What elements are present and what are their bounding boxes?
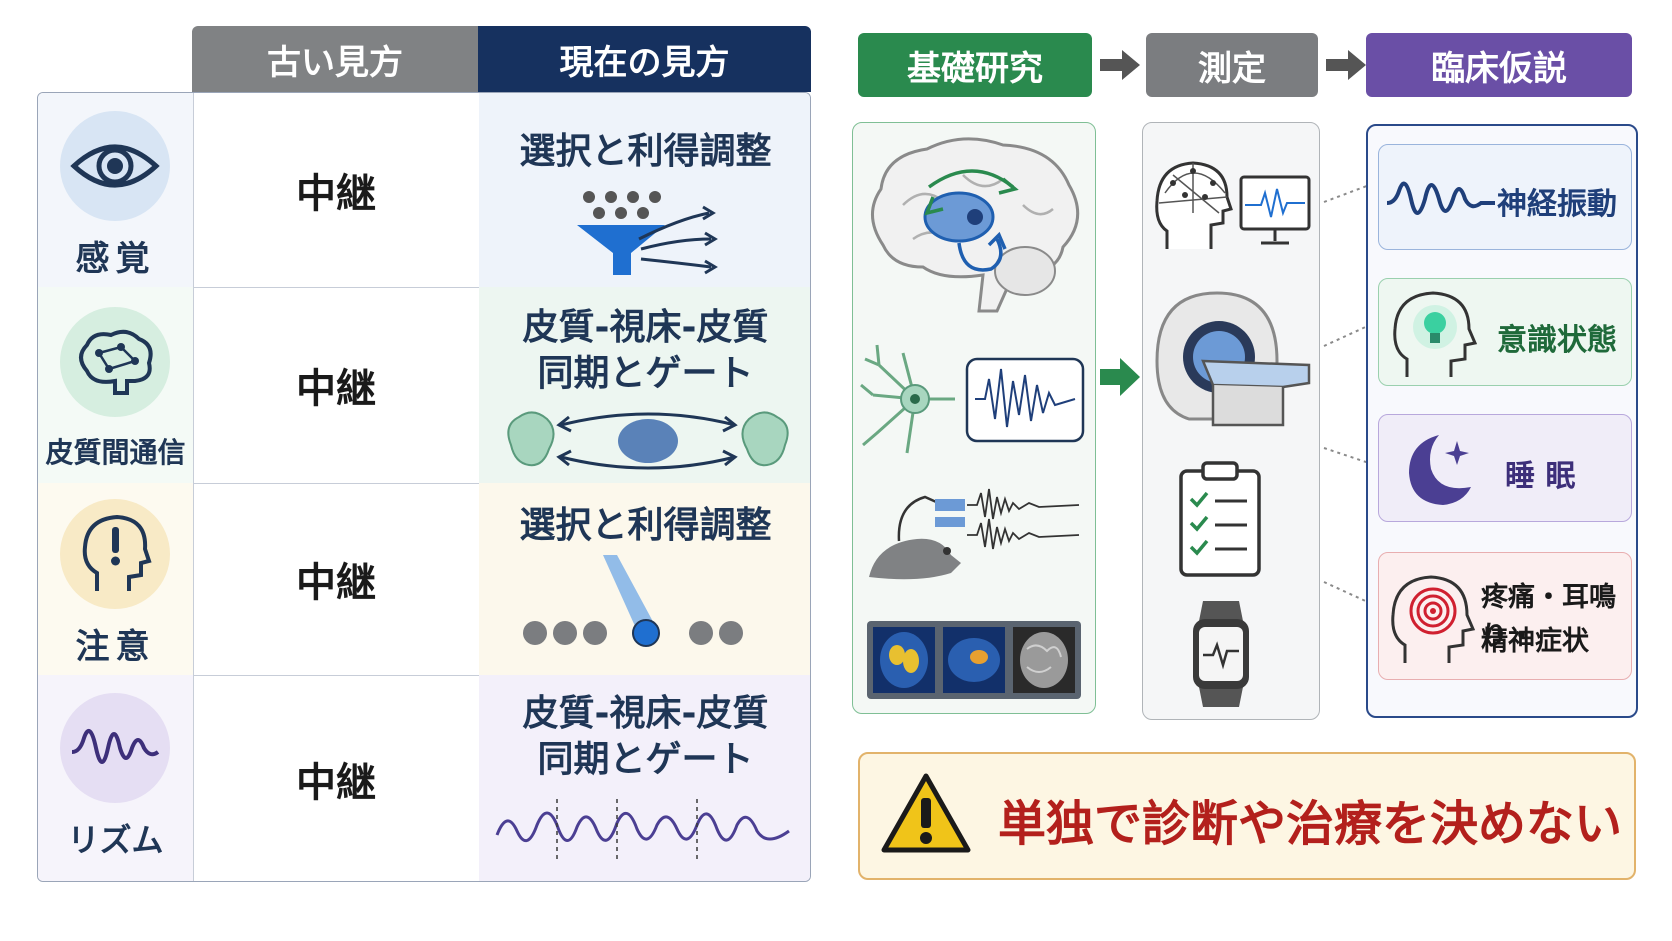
- brain-network-icon: [60, 307, 170, 417]
- new-view-cell: 選択と利得調整: [479, 93, 810, 287]
- funnel-icon: [577, 191, 718, 275]
- brain-thalamus-icon: [871, 137, 1080, 313]
- arrow-right-icon: [1326, 50, 1366, 80]
- basic-research-panel: [852, 122, 1096, 714]
- hypothesis-pain-tinnitus-psychiatric: 疼痛・耳鳴り・ 精神症状: [1378, 552, 1632, 680]
- old-view-cell: 中継: [193, 675, 480, 881]
- new-view-cell: 皮質-視床-皮質 同期とゲート: [479, 287, 810, 483]
- hypothesis-label: 精神症状: [1481, 626, 1589, 657]
- measurement-panel: [1142, 122, 1320, 720]
- arrow-right-icon: [1100, 358, 1140, 396]
- comparison-table: 感覚 中継 選択と利得調整: [37, 92, 811, 882]
- warning-text: 単独で診断や治療を決めない: [998, 796, 1623, 852]
- lightbulb-head-icon: [1393, 291, 1478, 377]
- warning-box: 単独で診断や治療を決めない: [858, 752, 1636, 880]
- arrow-right-icon: [1100, 50, 1140, 80]
- target-head-icon: [1391, 575, 1476, 663]
- neuron-signal-icon: [860, 344, 1085, 454]
- mri-scanner-icon: [1155, 291, 1311, 427]
- checklist-icon: [1179, 461, 1261, 577]
- old-view-cell: 中継: [193, 93, 480, 287]
- moon-icon: [1409, 435, 1471, 505]
- cortex-thalamus-cortex-icon: [507, 411, 789, 470]
- header-old-view: 古い見方: [192, 26, 478, 92]
- stage-clinical-hypothesis: 臨床仮説: [1366, 33, 1632, 97]
- hypothesis-label: 疼痛・耳鳴り・: [1481, 582, 1616, 652]
- eye-icon: [60, 111, 170, 221]
- hypothesis-consciousness-state: 意識状態: [1378, 278, 1632, 386]
- new-view-label: 選択と利得調整: [519, 131, 772, 172]
- category-label: 感覚: [75, 239, 156, 279]
- brain-scan-images-icon: [867, 621, 1081, 699]
- category-label: 注意: [75, 627, 156, 667]
- old-view-cell: 中継: [193, 483, 480, 675]
- eeg-monitor-icon: [1155, 161, 1311, 249]
- table-row: 感覚 中継 選択と利得調整: [38, 93, 810, 288]
- synchronized-oscillation-icon: [495, 799, 790, 861]
- new-view-label: 同期とゲート: [537, 353, 754, 394]
- spotlight-icon: [523, 555, 743, 647]
- wave-icon: [60, 693, 170, 803]
- hypothesis-neural-oscillation: 神経振動: [1378, 144, 1632, 250]
- wave-icon: [1386, 181, 1495, 215]
- category-label: 皮質間通信: [45, 436, 186, 469]
- new-view-label: 皮質-視床-皮質: [522, 307, 769, 348]
- new-view-cell: 皮質-視床-皮質 同期とゲート: [479, 675, 810, 881]
- stage-measurement: 測定: [1146, 33, 1318, 97]
- new-view-label: 選択と利得調整: [519, 505, 772, 546]
- smartwatch-icon: [1193, 601, 1249, 707]
- mouse-recording-icon: [869, 488, 1080, 580]
- new-view-cell: 選択と利得調整: [479, 483, 810, 675]
- stage-basic-research: 基礎研究: [858, 33, 1092, 97]
- header-current-view: 現在の見方: [478, 26, 811, 92]
- hypothesis-sleep: 睡 眠: [1378, 414, 1632, 522]
- hypothesis-label: 神経振動: [1497, 187, 1617, 222]
- table-row: リズム 中継 皮質-視床-皮質 同期とゲート: [38, 675, 810, 881]
- table-row: 注意 中継 選択と利得調整: [38, 483, 810, 676]
- category-label: リズム: [67, 821, 164, 859]
- head-exclamation-icon: [60, 499, 170, 609]
- old-view-cell: 中継: [193, 287, 480, 483]
- table-row: 皮質間通信 中継 皮質-視床-皮質 同期とゲート: [38, 287, 810, 484]
- hypothesis-label: 睡 眠: [1505, 459, 1576, 494]
- new-view-label: 同期とゲート: [537, 739, 754, 780]
- new-view-label: 皮質-視床-皮質: [522, 693, 769, 734]
- hypothesis-label: 意識状態: [1497, 323, 1617, 358]
- warning-icon: [881, 773, 971, 853]
